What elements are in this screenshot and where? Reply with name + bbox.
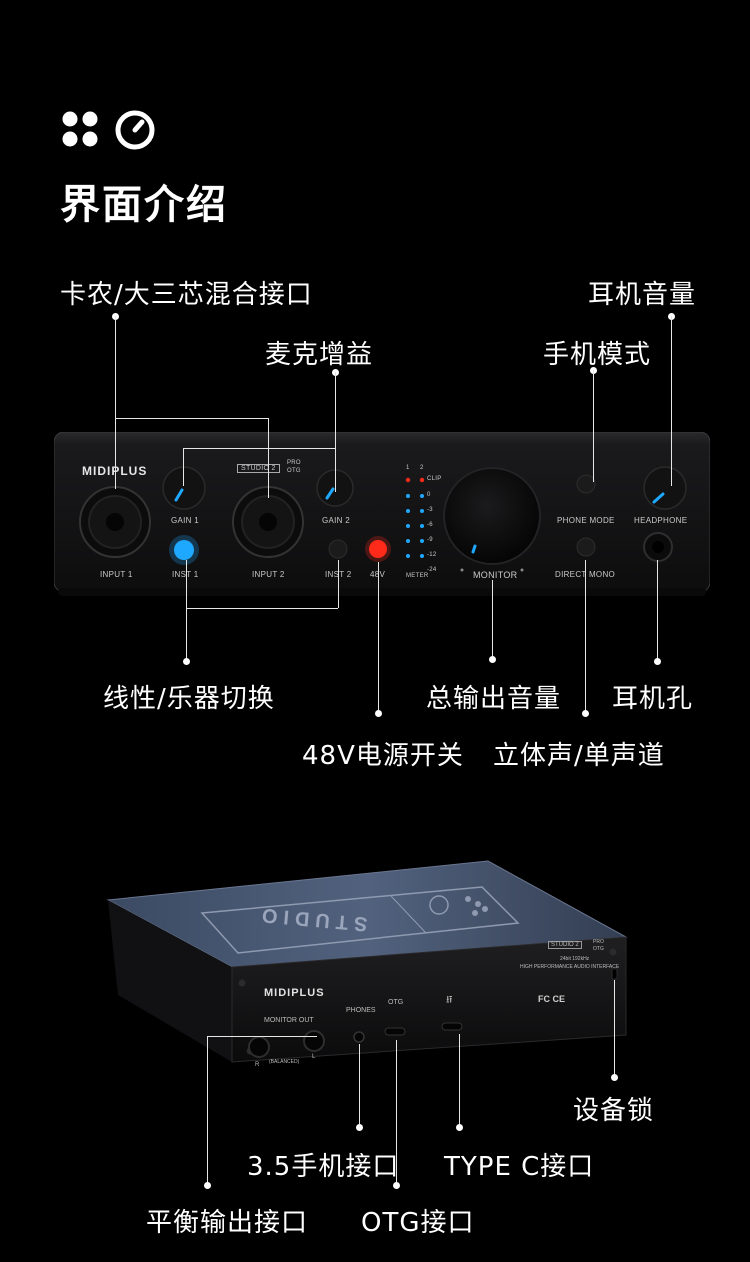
marker-48v (375, 710, 382, 717)
callout-jack-35: 3.5手机接口 (247, 1152, 400, 1182)
callout-balanced-out: 平衡输出接口 (146, 1208, 309, 1238)
callout-phone-mode: 手机模式 (543, 340, 652, 370)
line-phone-mode (593, 370, 594, 482)
model-sub-pro: PRO (287, 460, 301, 466)
line-headphone-jack (657, 560, 658, 660)
front-brand: MIDIPLUS (82, 464, 147, 478)
meter-scale-6: -6 (427, 522, 433, 528)
marker-master (489, 656, 496, 663)
label-monitor: MONITOR (473, 570, 518, 580)
line-direct-mono (585, 560, 586, 712)
label-clip: CLIP (427, 476, 442, 482)
callout-device-lock: 设备锁 (573, 1096, 655, 1126)
back-spec-line1: 24bit 192kHz (560, 956, 590, 962)
back-model-sub-top: PRO (593, 939, 604, 945)
callout-master-volume: 总输出音量 (426, 684, 562, 714)
back-phones: PHONES (346, 1007, 376, 1014)
meter-scale-24: -24 (427, 567, 437, 573)
marker-balanced (204, 1182, 211, 1189)
back-model-sub-bottom: OTG (593, 946, 604, 952)
callout-mic-gain: 麦克增益 (265, 340, 374, 370)
line-xlr-vertical (115, 316, 116, 489)
callout-48v: 48V电源开关 (302, 741, 464, 771)
label-inst1: INST 1 (172, 570, 199, 579)
front-panel: MIDIPLUS STUDIO 2 PRO OTG INPUT 1 INPUT … (54, 432, 710, 604)
page-title: 界面介绍 (60, 182, 228, 228)
model-badge-text: STUDIO 2 (241, 465, 276, 472)
label-meter-ch1: 1 (406, 465, 410, 471)
back-brand: MIDIPLUS (264, 987, 325, 999)
back-panel-body (106, 860, 628, 1063)
callout-xlr-combo: 卡农/大三芯混合接口 (60, 280, 313, 310)
label-input2: INPUT 2 (252, 570, 285, 579)
back-balanced: (BALANCED) (269, 1059, 300, 1065)
front-panel-body (54, 432, 710, 596)
line-48v (378, 562, 379, 712)
line-xlr-horizontal (115, 418, 268, 419)
back-cert-marks: FC CE (538, 994, 565, 1004)
line-balanced-horizontal (207, 1036, 317, 1037)
usb-icon: ⭿ (446, 995, 453, 1006)
line-master (492, 580, 493, 658)
header-logo (60, 106, 160, 152)
marker-direct-mono (582, 710, 589, 717)
callout-type-c: TYPE C接口 (444, 1152, 595, 1182)
meter-scale-3: -3 (427, 507, 433, 513)
back-l: L (312, 1054, 316, 1060)
label-gain2: GAIN 2 (322, 516, 351, 525)
line-xlr-right-vertical (268, 418, 269, 498)
marker-35 (356, 1124, 363, 1131)
line-inst2-vertical (338, 560, 339, 608)
dots-knob-logo-icon (62, 110, 155, 150)
marker-typec (456, 1124, 463, 1131)
label-gain1: GAIN 1 (171, 516, 200, 525)
line-otg-vertical (396, 1040, 397, 1184)
label-meter: METER (406, 573, 429, 579)
marker-inst (183, 658, 190, 665)
back-model-badge: STUDIO 2 (548, 941, 582, 949)
back-monitor-out: MONITOR OUT (264, 1017, 314, 1024)
label-48v: 48V (370, 570, 385, 579)
model-badge: STUDIO 2 (237, 464, 280, 473)
line-gain-horizontal (183, 448, 335, 449)
label-headphone: HEADPHONE (634, 516, 688, 525)
line-typec-vertical (459, 1034, 460, 1126)
line-headphone-vol (671, 316, 672, 486)
marker-headphone-jack (654, 658, 661, 665)
back-spec-line2: HIGH PERFORMANCE AUDIO INTERFACE (520, 964, 620, 970)
line-gain-left-vertical (183, 448, 184, 486)
back-r: R (255, 1062, 260, 1068)
line-inst1-vertical (186, 560, 187, 660)
model-sub-otg: OTG (287, 468, 301, 474)
line-35-vertical (359, 1044, 360, 1126)
meter-scale-12: -12 (427, 552, 437, 558)
callout-otg: OTG接口 (361, 1208, 475, 1238)
meter-scale-0: 0 (427, 492, 431, 498)
line-inst-bracket (186, 608, 338, 609)
callout-stereo-mono: 立体声/单声道 (493, 741, 665, 771)
marker-lock (611, 1074, 618, 1081)
label-direct-mono: DIRECT MONO (555, 570, 616, 579)
label-meter-ch2: 2 (420, 465, 424, 471)
back-otg: OTG (388, 999, 404, 1006)
marker-otg (393, 1182, 400, 1189)
callout-headphone-volume: 耳机音量 (588, 280, 697, 310)
line-balanced-vertical (207, 1036, 208, 1184)
callout-line-inst: 线性/乐器切换 (103, 684, 275, 714)
label-input1: INPUT 1 (100, 570, 133, 579)
callout-headphone-jack: 耳机孔 (612, 684, 694, 714)
label-phone-mode: PHONE MODE (557, 516, 615, 525)
back-panel: STUDIO MIDIPLUS STUDIO 2 PRO OTG 24bit 1… (106, 855, 646, 1068)
line-lock-vertical (614, 980, 615, 1076)
meter-scale-9: -9 (427, 537, 433, 543)
line-gain-vertical (335, 372, 336, 492)
